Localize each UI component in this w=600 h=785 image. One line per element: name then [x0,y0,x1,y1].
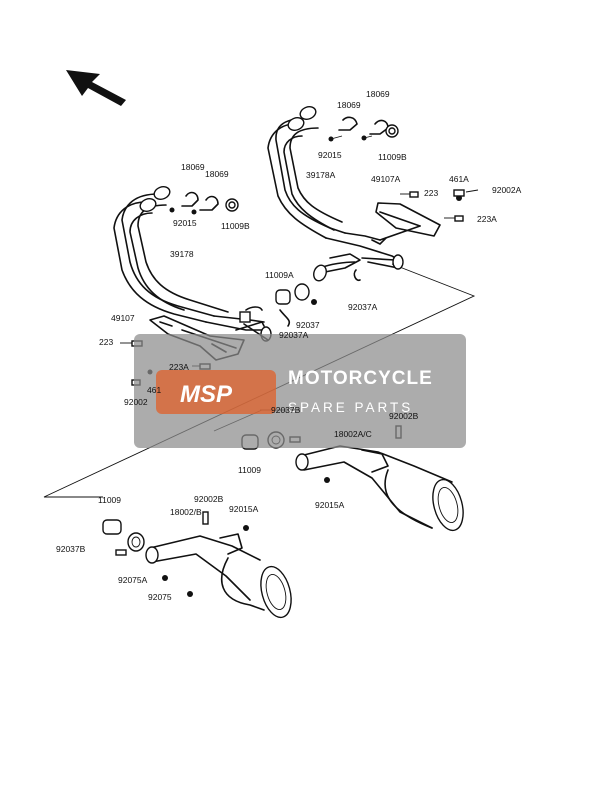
part-label: 92075 [148,592,172,602]
watermark-panel [134,334,466,448]
part-label: 92002B [389,411,419,421]
part-label: 92015 [318,150,342,160]
part-label: 18069 [366,89,390,99]
part-label: 18002/B [170,507,202,517]
part-label: 92037 [296,320,320,330]
part-label: 223 [99,337,113,347]
fasteners-right [353,189,479,282]
part-labels: 18069 18069 92015 11009B 39178A 49107A 2… [56,89,522,602]
part-label: 92037B [56,544,86,554]
part-label: 18069 [337,100,361,110]
clamp-set-left [169,191,239,215]
muffler-left [102,511,292,619]
part-label: 11009B [221,221,250,231]
part-label: 92075A [118,575,148,585]
exhaust-pipe-right [267,106,404,282]
part-label: 92002B [194,494,224,504]
heat-shield-right [371,202,441,245]
part-label: 92002A [492,185,522,195]
watermark-line1: MOTORCYCLE [288,368,433,389]
part-label: 11009 [98,495,121,505]
part-label: 39178A [306,170,336,180]
part-label: 461 [147,385,161,395]
part-label: 92037A [279,330,309,340]
watermark: MSP MOTORCYCLE SPARE PARTS [134,334,466,448]
part-label: 92037A [348,302,378,312]
muffler-right [295,425,464,532]
part-label: 223A [477,214,497,224]
part-label: 11009A [265,270,294,280]
part-label: 49107A [371,174,401,184]
connector-sleeve-group [275,283,317,327]
part-label: 11009 [238,465,261,475]
part-label: 11009B [378,152,407,162]
front-direction-arrow-icon [66,70,126,106]
watermark-line2: SPARE PARTS [288,400,413,415]
part-label: 92037B [271,405,301,415]
part-label: 461A [449,174,469,184]
part-label: 92002 [124,397,148,407]
clamp-set-right [328,116,399,142]
watermark-logo: MSP [180,381,233,408]
part-label: 18002A/C [334,429,372,439]
part-label: 18069 [181,162,205,172]
part-label: 92015A [315,500,345,510]
watermark-logo-box [156,370,276,414]
part-label: 18069 [205,169,229,179]
part-label: 223 [424,188,438,198]
part-label: 223A [169,362,189,372]
part-label: 92015 [173,218,197,228]
part-label: 49107 [111,313,135,323]
part-label: 39178 [170,249,194,259]
exhaust-pipe-left [113,186,272,342]
part-label: 92015A [229,504,259,514]
